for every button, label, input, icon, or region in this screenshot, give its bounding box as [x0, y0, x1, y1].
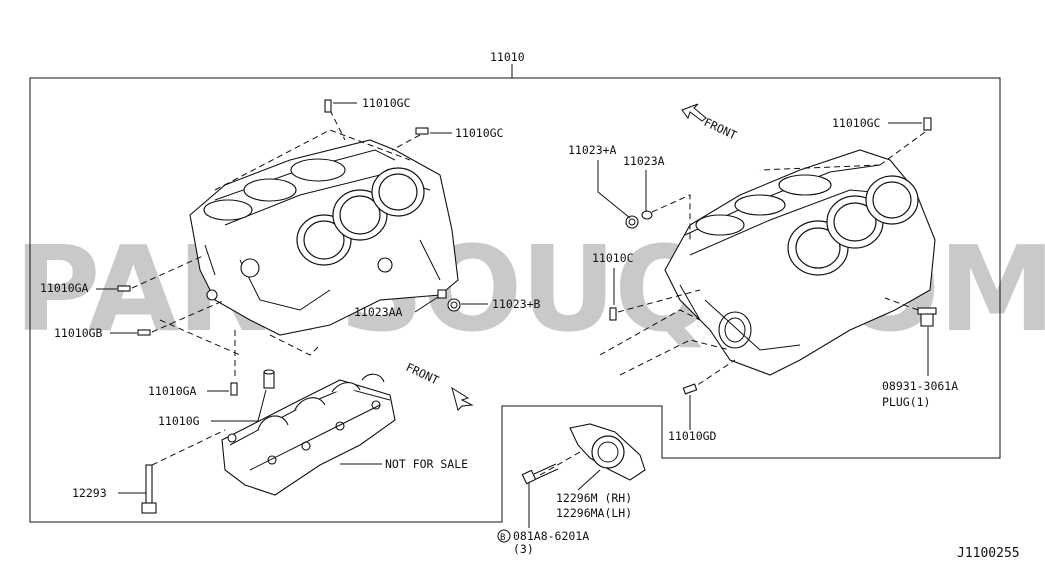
plug-dash — [884, 297, 919, 311]
label-11023a: 11023A — [623, 154, 665, 168]
a-dash — [651, 194, 691, 240]
bolt-12293-dash — [151, 429, 226, 466]
label-11010gc-1: 11010GC — [362, 96, 411, 110]
gb-dash — [151, 299, 226, 333]
diagram-id: J1100255 — [957, 546, 1020, 561]
label-11010gc-2: 11010GC — [455, 126, 504, 140]
plug-11023+A[interactable] — [625, 215, 639, 229]
bolt-seal-circle — [497, 529, 511, 543]
ga1-dash — [131, 254, 206, 289]
label-11010ga-1: 11010GA — [40, 281, 89, 295]
dowel-11010GA-2[interactable] — [230, 382, 238, 396]
bedplate-not-for-sale[interactable] — [221, 373, 396, 496]
dowel-11010G[interactable] — [263, 369, 275, 389]
dowel-11010GC-1[interactable] — [324, 99, 332, 113]
gc3-dash — [759, 131, 926, 171]
front-arrow-left — [451, 386, 474, 411]
rear-seal-retainer[interactable] — [569, 423, 646, 481]
label-12293: 12293 — [72, 486, 107, 500]
label-bolt-seal-qty: (3) — [513, 542, 534, 556]
label-11010gb: 11010GB — [54, 326, 103, 340]
dowel-11010GD[interactable] — [682, 383, 698, 395]
bolt-12293[interactable] — [141, 464, 157, 514]
front-arrow-right — [681, 103, 707, 122]
bolt-081A8-6201A[interactable] — [521, 463, 559, 485]
block-dash-top — [214, 129, 411, 191]
label-11023b: 11023+B — [492, 297, 541, 311]
dowel-11010GC-3[interactable] — [923, 117, 932, 131]
label-plug-number: 08931-3061A — [882, 379, 958, 393]
label-11023aa: 11023AA — [354, 305, 403, 319]
aa-leader — [414, 296, 439, 313]
label-11010g: 11010G — [158, 414, 200, 428]
label-plug-desc: PLUG(1) — [882, 395, 930, 409]
label-seal-rh: 12296M (RH) — [556, 491, 632, 505]
label-11023-plus-a: 11023+A — [568, 143, 617, 157]
left-cylinder-block[interactable] — [189, 139, 459, 336]
seal-dash — [539, 451, 581, 476]
label-11010gd: 11010GD — [668, 429, 717, 443]
block-dash-bottom — [269, 334, 321, 356]
dowel-11010GC-2[interactable] — [415, 127, 429, 135]
label-bolt-seal: 081A8-6201A — [513, 529, 589, 543]
label-11010c: 11010C — [592, 251, 634, 265]
front-label-left: FRONT — [404, 360, 441, 387]
plug-08931-3061A[interactable] — [917, 307, 937, 327]
dowel-11010GA-1[interactable] — [117, 285, 131, 292]
front-label-right: FRONT — [702, 115, 739, 142]
label-bolt-prefix: B — [500, 533, 505, 543]
gb-dash-2 — [159, 319, 241, 356]
seal-leader — [577, 469, 601, 491]
c-dash — [617, 289, 701, 313]
label-11010ga-2: 11010GA — [148, 384, 197, 398]
label-not-for-sale: NOT FOR SALE — [385, 457, 468, 471]
right-dash-2 — [619, 339, 731, 376]
gc1-dash — [329, 109, 346, 141]
dowel-11010GB[interactable] — [137, 329, 151, 336]
label-assembly: 11010 — [490, 50, 525, 64]
label-11010gc-3: 11010GC — [832, 116, 881, 130]
gc2-dash — [391, 134, 421, 151]
dowel-11010C[interactable] — [609, 307, 617, 321]
plug-11023+B[interactable] — [447, 298, 461, 312]
plug-11023AA[interactable] — [437, 289, 447, 299]
gd-dash — [689, 359, 736, 391]
right-cylinder-block[interactable] — [664, 149, 936, 376]
label-seal-lh: 12296MA(LH) — [556, 506, 632, 520]
g-leader-2 — [257, 389, 267, 422]
assembly-frame — [29, 77, 1001, 523]
a-plus-leader — [597, 160, 631, 219]
right-dash-1 — [599, 309, 701, 356]
washer-11023A[interactable] — [641, 210, 653, 220]
plug-left[interactable] — [206, 289, 218, 301]
